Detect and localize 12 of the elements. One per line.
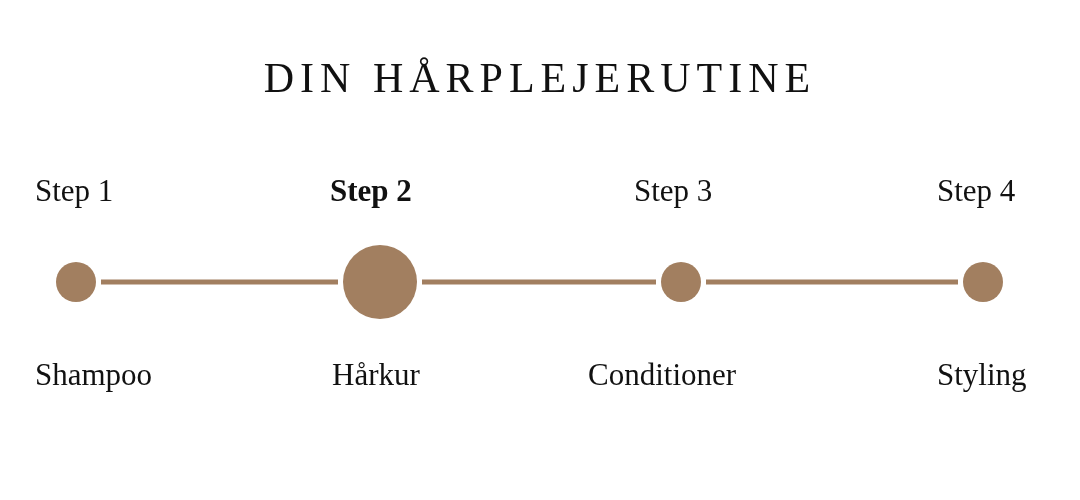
step-name: Styling [937, 357, 1027, 393]
connector-line [101, 279, 338, 285]
step-label: Step 3 [634, 173, 713, 209]
step-name: Hårkur [332, 357, 420, 393]
step-label: Step 2 [330, 173, 412, 209]
connector-line [706, 279, 958, 285]
step-label: Step 4 [937, 173, 1016, 209]
connector-line [422, 279, 656, 285]
step-name: Conditioner [588, 357, 737, 393]
title: DIN HÅRPLEJERUTINE [263, 54, 817, 102]
step-name: Shampoo [35, 357, 153, 393]
step-label: Step 1 [35, 173, 114, 209]
